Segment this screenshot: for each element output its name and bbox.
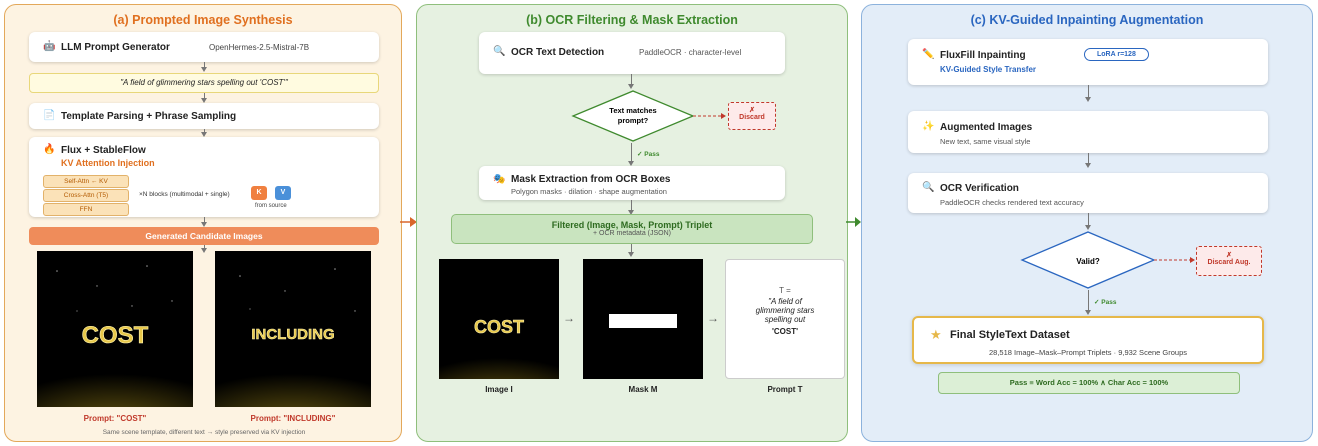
panel-prompted-image-synthesis: (a) Prompted Image Synthesis 🤖 LLM Promp… <box>4 4 402 442</box>
final-dataset-box: ★ Final StyleText Dataset 28,518 Image–M… <box>912 316 1264 364</box>
caption-cost: Prompt: "COST" <box>83 414 147 423</box>
image-i-text: COST <box>474 317 524 337</box>
blocks-note: ×N blocks (multimodal + single) <box>139 191 230 198</box>
kv-note: from source <box>255 203 287 209</box>
discard-aug-label: Discard Aug. <box>1207 259 1251 266</box>
sparkle-icon: ✨ <box>922 121 935 132</box>
llm-prompt-generator-box: 🤖 LLM Prompt Generator OpenHermes-2.5-Mi… <box>29 32 379 62</box>
discard-aug-box: ✗ Discard Aug. <box>1196 246 1262 276</box>
v-badge: V <box>275 186 291 200</box>
mask-icon: 🎭 <box>493 174 506 185</box>
triplet-detail: + OCR metadata (JSON) <box>593 230 671 237</box>
prompt-example: "A field of glimmering stars spelling ou… <box>29 73 379 93</box>
fluxfill-box: ✏️ FluxFill Inpainting KV-Guided Style T… <box>908 39 1268 85</box>
fluxfill-subtitle: KV-Guided Style Transfer <box>940 65 1037 74</box>
caption-including: Prompt: "INCLUDING" <box>250 414 336 423</box>
arrow-a-to-b <box>400 217 417 227</box>
prompt-line-2: glimmering stars <box>755 306 815 315</box>
mask-extraction-box: 🎭 Mask Extraction from OCR Boxes Polygon… <box>479 166 785 200</box>
flux-stableflow-box: 🔥 Flux + StableFlow KV Attention Injecti… <box>29 137 379 217</box>
robot-icon: 🤖 <box>43 41 56 52</box>
panel-kv-guided-inpainting: (c) KV-Guided Inpainting Augmentation ✏️… <box>861 4 1313 442</box>
mask-m <box>583 259 703 379</box>
candidate-image-including: INCLUDING <box>215 251 371 407</box>
final-title: Final StyleText Dataset <box>950 329 1070 341</box>
ocr-verification-box: 🔍 OCR Verification PaddleOCR checks rend… <box>908 173 1268 213</box>
generated-candidates-bar: Generated Candidate Images <box>29 227 379 245</box>
cost-scene: COST <box>37 251 193 407</box>
arrow-b-to-c <box>846 217 861 227</box>
panel-a-footnote: Same scene template, different text → st… <box>102 429 306 436</box>
discard-box: ✗ Discard <box>728 102 776 130</box>
mask-title: Mask Extraction from OCR Boxes <box>511 174 671 185</box>
k-badge: K <box>251 186 267 200</box>
pass-criteria: Pass ≡ Word Acc = 100% ∧ Char Acc = 100% <box>938 372 1240 394</box>
fluxfill-title: FluxFill Inpainting <box>940 50 1026 61</box>
flux-title: Flux + StableFlow <box>61 145 146 156</box>
block-cross-attn: Cross-Attn (T5) <box>43 189 129 202</box>
arrow-image-to-mask: → <box>563 311 575 325</box>
ocr-verif-detail: PaddleOCR checks rendered text accuracy <box>940 198 1084 207</box>
triplet-box: Filtered (Image, Mask, Prompt) Triplet +… <box>451 214 813 244</box>
caption-prompt-t: Prompt T <box>767 385 803 394</box>
magnifier-icon: 🔍 <box>493 46 506 57</box>
decision-line-2: prompt? <box>618 116 649 125</box>
document-icon: 📄 <box>43 110 56 121</box>
lora-badge: LoRA r=128 <box>1084 48 1149 61</box>
arrow-mask-to-prompt: → <box>707 311 719 325</box>
pass-label: ✓ Pass <box>637 151 660 158</box>
ocr-detection-box: 🔍 OCR Text Detection PaddleOCR · charact… <box>479 32 785 74</box>
magnifier-icon: 🔍 <box>922 182 935 193</box>
ocr-title: OCR Text Detection <box>511 47 605 58</box>
augmented-detail: New text, same visual style <box>940 137 1031 146</box>
valid-label: Valid? <box>1076 257 1100 266</box>
cost-text: COST <box>82 322 149 349</box>
final-detail: 28,518 Image–Mask–Prompt Triplets · 9,93… <box>988 348 1188 357</box>
panel-b-title: (b) OCR Filtering & Mask Extraction <box>526 13 738 27</box>
mask-detail: Polygon masks · dilation · shape augment… <box>511 187 667 196</box>
decision-text-matches: Text matches prompt? <box>571 90 695 142</box>
arrow-to-discard <box>693 113 726 119</box>
candidate-image-cost: COST <box>37 251 193 407</box>
discard-label: Discard <box>739 114 765 121</box>
star-icon: ★ <box>930 327 942 342</box>
panel-ocr-filtering: (b) OCR Filtering & Mask Extraction 🔍 OC… <box>416 4 848 442</box>
llm-title: LLM Prompt Generator <box>61 42 170 53</box>
pass-label-c: ✓ Pass <box>1094 299 1117 306</box>
prompt-line-1: "A field of <box>768 297 802 306</box>
decision-line-1: Text matches <box>609 106 656 115</box>
ocr-verif-title: OCR Verification <box>940 183 1019 194</box>
caption-mask-m: Mask M <box>628 385 658 394</box>
pencil-icon: ✏️ <box>922 49 935 60</box>
including-scene: INCLUDING <box>215 251 371 407</box>
triplet-title: Filtered (Image, Mask, Prompt) Triplet <box>551 220 713 230</box>
including-text: INCLUDING <box>251 326 334 343</box>
block-self-attn: Self-Attn ← KV <box>43 175 129 188</box>
fire-icon: 🔥 <box>43 144 56 155</box>
decision-valid: Valid? <box>1020 231 1156 289</box>
ocr-detail: PaddleOCR · character-level <box>639 48 742 57</box>
template-title: Template Parsing + Phrase Sampling <box>61 111 237 122</box>
augmented-title: Augmented Images <box>940 122 1033 133</box>
panel-a-title: (a) Prompted Image Synthesis <box>113 13 293 27</box>
mask-region <box>609 314 677 328</box>
template-parsing-box: 📄 Template Parsing + Phrase Sampling <box>29 103 379 129</box>
arrow-to-discard-aug <box>1154 257 1195 263</box>
augmented-images-box: ✨ Augmented Images New text, same visual… <box>908 111 1268 153</box>
caption-image-i: Image I <box>485 385 513 394</box>
prompt-line-4: 'COST' <box>771 327 799 336</box>
prompt-t-label: T = <box>779 286 791 295</box>
panel-c-title: (c) KV-Guided Inpainting Augmentation <box>970 13 1204 27</box>
discard-aug-mark: ✗ <box>1226 252 1232 259</box>
prompt-card: T = "A field of glimmering stars spellin… <box>725 259 845 379</box>
llm-model: OpenHermes-2.5-Mistral-7B <box>209 43 310 52</box>
discard-mark: ✗ <box>749 107 755 114</box>
image-i-scene: COST <box>439 259 559 379</box>
flux-subtitle: KV Attention Injection <box>61 158 155 168</box>
block-ffn: FFN <box>43 203 129 216</box>
prompt-line-3: spelling out <box>764 315 806 324</box>
image-i: COST <box>439 259 559 379</box>
